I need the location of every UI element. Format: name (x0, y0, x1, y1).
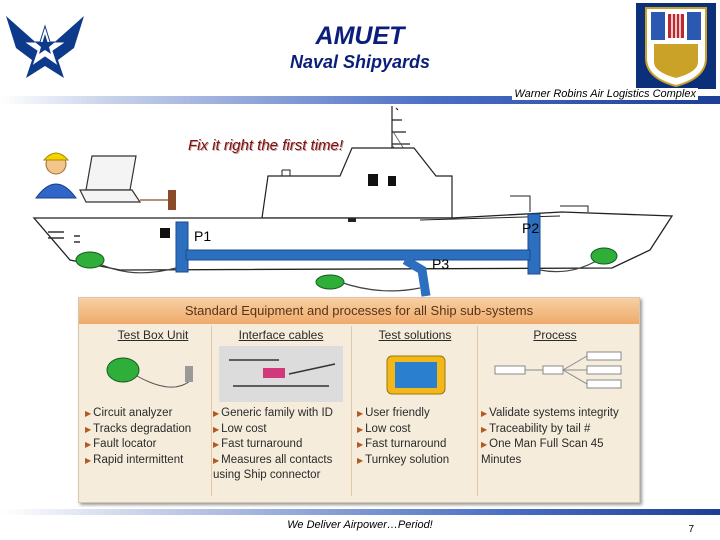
list-item: Rapid intermittent (85, 453, 211, 469)
point-label-p2: P2 (522, 220, 540, 236)
process-bullets: Validate systems integrity Traceability … (481, 406, 637, 468)
column-title-process: Process (533, 328, 577, 342)
organization-name: Warner Robins Air Logistics Complex (512, 88, 698, 100)
list-item: Circuit analyzer (85, 406, 211, 422)
column-divider (211, 326, 212, 496)
interface-cables-image (219, 346, 343, 402)
test-box-image (106, 357, 193, 388)
process-flow-image (494, 351, 622, 389)
equipment-panel: Standard Equipment and processes for all… (78, 297, 640, 503)
list-item: Fast turnaround (357, 437, 479, 453)
list-item: Fault locator (85, 437, 211, 453)
list-item: Generic family with ID (213, 406, 353, 422)
header-divider (0, 96, 720, 104)
list-item: Measures all contacts using Ship connect… (213, 453, 353, 484)
column-title-interface-cables: Interface cables (238, 328, 324, 342)
page-number: 7 (688, 524, 694, 535)
footer-divider (0, 509, 720, 515)
point-label-p1: P1 (194, 228, 212, 244)
list-item: Tracks degradation (85, 422, 211, 438)
list-item: Traceability by tail # (481, 422, 637, 438)
list-item: Low cost (357, 422, 479, 438)
list-item: User friendly (357, 406, 479, 422)
test-solutions-bullets: User friendly Low cost Fast turnaround T… (357, 406, 479, 468)
ship-diagram (32, 106, 674, 297)
slogan-text: Fix it right the first time! (188, 137, 344, 154)
slide-subtitle: Naval Shipyards (289, 52, 431, 72)
list-item: Validate systems integrity (481, 406, 637, 422)
column-title-test-box: Test Box Unit (117, 328, 189, 342)
command-seal-logo (636, 3, 716, 89)
list-item: Turnkey solution (357, 453, 479, 469)
list-item: One Man Full Scan 45 Minutes (481, 437, 637, 468)
column-title-test-solutions: Test solutions (378, 328, 452, 342)
panel-heading: Standard Equipment and processes for all… (79, 298, 639, 324)
list-item: Low cost (213, 422, 353, 438)
test-solution-tablet-image (386, 355, 446, 395)
list-item: Fast turnaround (213, 437, 353, 453)
slide-title: AMUET (315, 22, 405, 50)
test-box-bullets: Circuit analyzer Tracks degradation Faul… (85, 406, 211, 468)
point-label-p3: P3 (432, 256, 450, 272)
footer-motto: We Deliver Airpower…Period! (287, 519, 433, 531)
air-force-logo (6, 16, 84, 78)
interface-cables-bullets: Generic family with ID Low cost Fast tur… (213, 406, 353, 484)
